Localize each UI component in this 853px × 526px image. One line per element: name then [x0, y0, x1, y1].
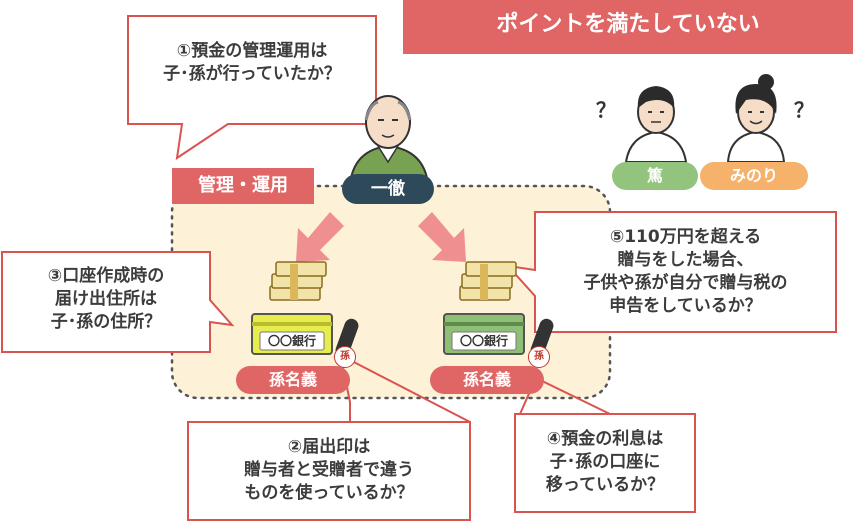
- seal-stamp-left: 孫: [334, 346, 356, 368]
- arrow-left: [296, 212, 344, 262]
- question-mark-child1: ？: [596, 98, 616, 122]
- owner-tag-right: 孫名義: [430, 366, 544, 394]
- bankbook-left: [251, 313, 333, 355]
- management-label: 管理・運用: [172, 168, 314, 204]
- owner-tag-left: 孫名義: [236, 366, 350, 394]
- point-5-text: ⑤110万円を超える 贈与をした場合、 子供や孫が自分で贈与税の 申告をしている…: [583, 227, 788, 316]
- money-stack-right: [459, 261, 517, 301]
- question-mark-child2: ？: [794, 98, 814, 122]
- connector-line-4b: [539, 379, 611, 415]
- bubble-5-shape: [505, 211, 837, 333]
- grandfather-name-tag: 一徹: [342, 174, 434, 204]
- bank-label-left: 〇〇銀行: [267, 334, 316, 348]
- bubble-1-shape: [127, 15, 377, 161]
- bubble-2-shape: [187, 421, 471, 521]
- arrow-right: [418, 212, 466, 262]
- bankbook-right: [443, 313, 525, 355]
- seal-stamp-right: 孫: [528, 346, 550, 368]
- bubble-3-shape: [1, 251, 235, 353]
- child1-name-tag: 篤: [612, 162, 698, 190]
- bank-label-right: 〇〇銀行: [459, 334, 508, 348]
- money-stack-left: [269, 261, 327, 301]
- point-2-text: ②届出印は 贈与者と受贈者で違う ものを使っているか？: [244, 437, 414, 503]
- point-1-text: ①預金の管理運用は 子･孫が行っていたか？: [163, 41, 341, 84]
- child2-name-tag: みのり: [700, 162, 808, 190]
- page-title: ポイントを満たしていない: [403, 0, 853, 54]
- point-3-text: ③口座作成時の 届け出住所は 子･孫の住所？: [47, 266, 165, 332]
- connector-line-2b: [345, 357, 471, 423]
- bubble-4-shape: [514, 413, 696, 513]
- child2-figure: [726, 74, 786, 163]
- point-4-text: ④預金の利息は 子･孫の口座に 移っているか？: [545, 429, 665, 495]
- child1-figure: [624, 86, 688, 163]
